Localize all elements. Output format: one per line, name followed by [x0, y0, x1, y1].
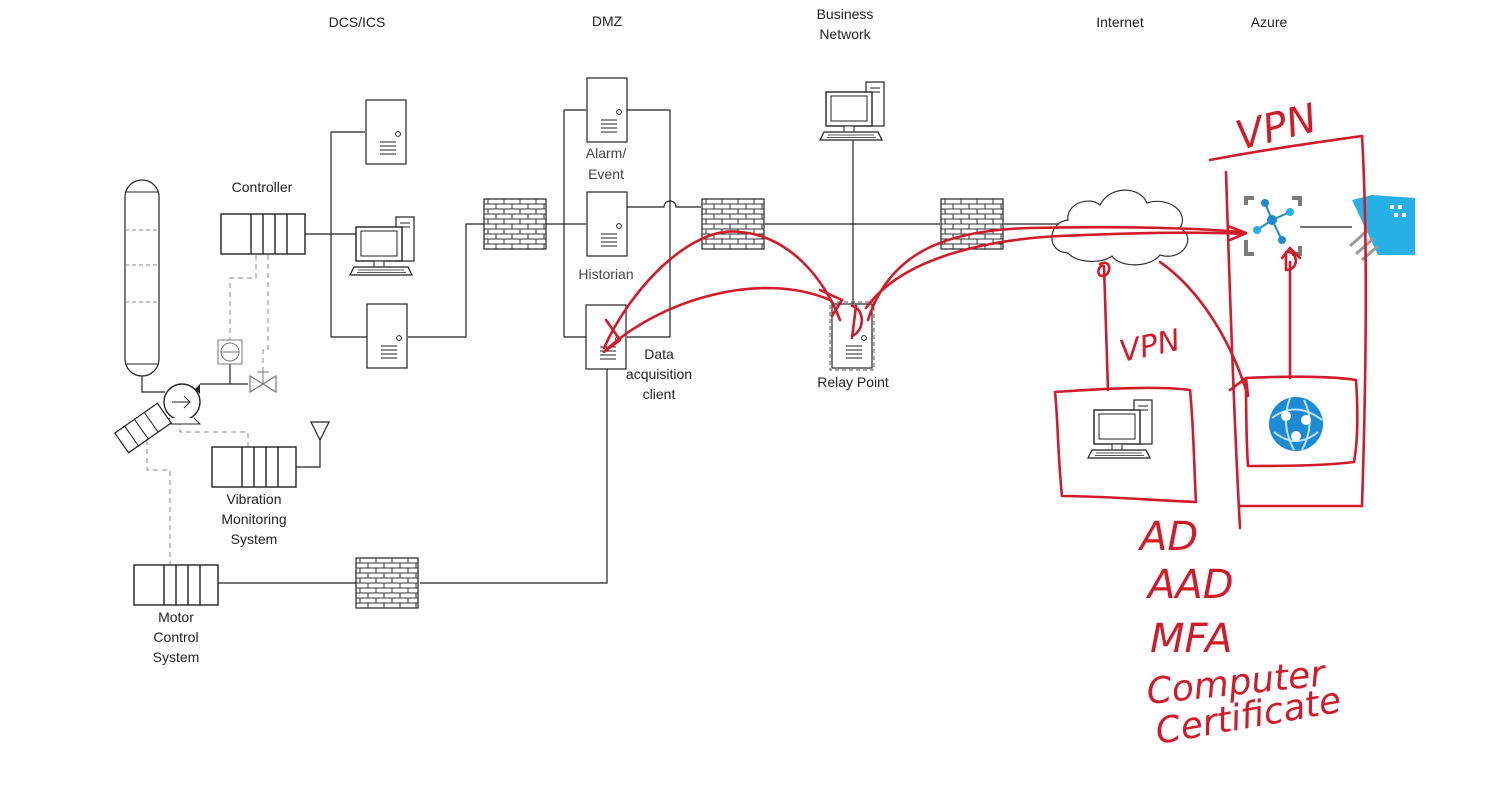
vibration-monitoring-rack-icon: [211, 446, 297, 488]
controller-rack-icon: [220, 213, 306, 255]
handwritten-annotations: [602, 134, 1368, 530]
valve-icon: [249, 371, 277, 394]
dac-label-2: acquisition: [626, 366, 692, 382]
azure-network-icon: [1244, 196, 1302, 256]
firewall-icon: [701, 198, 765, 250]
signal-lines: [146, 255, 269, 566]
dac-label-3: client: [643, 386, 676, 402]
vms-label-1: Vibration: [226, 491, 281, 507]
azure-app-icon: [1269, 397, 1323, 451]
zone-label-dcs: DCS/ICS: [329, 14, 386, 30]
motor-icon: [113, 402, 173, 454]
firewall-icon: [483, 198, 547, 250]
firewall-icon: [940, 198, 1004, 250]
annotation-vpn-top: VPN: [1231, 95, 1321, 159]
annotation-mfa: MFA: [1150, 616, 1233, 662]
vms-label-2: Monitoring: [221, 511, 286, 527]
alarm-label-2: Event: [588, 166, 624, 182]
relay-point-server-icon: [829, 301, 875, 371]
historian-server-icon: [586, 191, 628, 257]
dcs-server-icon: [365, 99, 407, 165]
zone-label-business-1: Business: [817, 6, 874, 22]
pump-icon: [162, 383, 202, 425]
business-desktop-computer-icon: [819, 81, 885, 141]
mcs-label-3: System: [153, 649, 200, 665]
controller-label: Controller: [232, 179, 293, 195]
remote-desktop-computer-icon: [1087, 399, 1153, 459]
annotation-ad: AD: [1137, 514, 1198, 560]
dcs-desktop-computer-icon: [349, 216, 415, 276]
dac-label-1: Data: [644, 346, 674, 362]
annotation-vpn-mid: VPN: [1116, 323, 1183, 370]
alarm-event-server-icon: [586, 77, 628, 143]
motor-control-rack-icon: [133, 564, 219, 606]
antenna-icon: [310, 421, 330, 442]
azure-storage-icon: [1349, 195, 1415, 262]
alarm-label-1: Alarm/: [586, 145, 627, 161]
firewall-icon: [355, 557, 419, 609]
zone-label-azure: Azure: [1251, 14, 1288, 30]
historian-label: Historian: [578, 266, 633, 282]
transmitter-icon: [217, 339, 243, 365]
zone-label-dmz: DMZ: [592, 13, 623, 29]
vms-label-3: System: [231, 531, 278, 547]
dcs-server-icon: [366, 303, 408, 369]
zone-label-business-2: Network: [819, 26, 871, 42]
zone-label-internet: Internet: [1096, 14, 1144, 30]
mcs-label-2: Control: [153, 629, 198, 645]
tank-icon: [124, 179, 160, 377]
relay-point-label: Relay Point: [817, 374, 889, 390]
network-links: [141, 109, 1352, 584]
mcs-label-1: Motor: [158, 609, 194, 625]
annotation-aad: AAD: [1145, 562, 1234, 608]
